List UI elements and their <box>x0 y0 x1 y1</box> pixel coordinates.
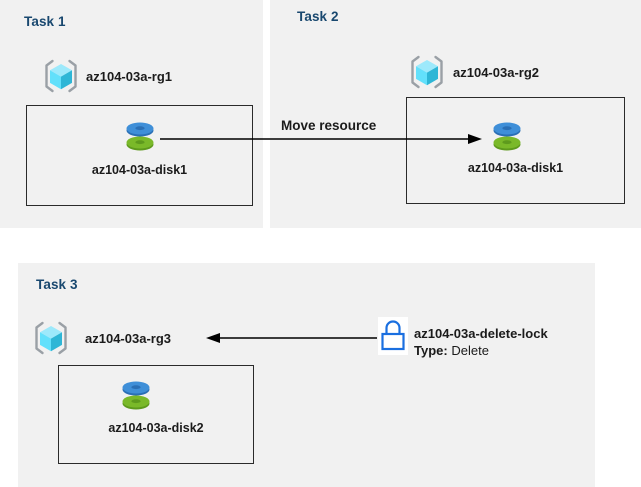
resource-group-icon <box>32 319 70 357</box>
arrow-label-move-resource: Move resource <box>281 118 377 133</box>
panel-title-task-1: Task 1 <box>24 14 66 29</box>
lock-type-line: Type: Delete <box>414 342 548 359</box>
resource-label-disk2-task3: az104-03a-disk2 <box>108 421 204 435</box>
lock-icon <box>378 317 408 355</box>
managed-disk-icon <box>120 113 160 155</box>
resource-box-task-2 <box>406 97 625 204</box>
panel-title-task-2: Task 2 <box>297 9 339 24</box>
resource-label-disk1-task1: az104-03a-disk1 <box>91 163 188 177</box>
managed-disk-icon <box>116 372 156 414</box>
resource-group-label-rg2: az104-03a-rg2 <box>453 65 539 80</box>
resource-group-label-rg3: az104-03a-rg3 <box>85 331 171 346</box>
arrow-lock-applies-to-rg3 <box>206 333 377 343</box>
resource-group-icon <box>42 57 80 95</box>
lock-name-label: az104-03a-delete-lock <box>414 326 548 341</box>
lock-type-key: Type: <box>414 343 448 358</box>
arrow-move-resource <box>160 134 482 144</box>
lock-type-value: Delete <box>451 343 489 358</box>
resource-group-label-rg1: az104-03a-rg1 <box>86 69 172 84</box>
managed-disk-icon <box>487 113 527 155</box>
resource-label-disk1-task2: az104-03a-disk1 <box>467 161 564 175</box>
panel-title-task-3: Task 3 <box>36 277 78 292</box>
resource-box-task-3 <box>58 365 254 464</box>
lock-details: az104-03a-delete-lock Type: Delete <box>414 325 548 359</box>
resource-box-task-1 <box>26 105 253 206</box>
resource-group-icon <box>408 53 446 91</box>
